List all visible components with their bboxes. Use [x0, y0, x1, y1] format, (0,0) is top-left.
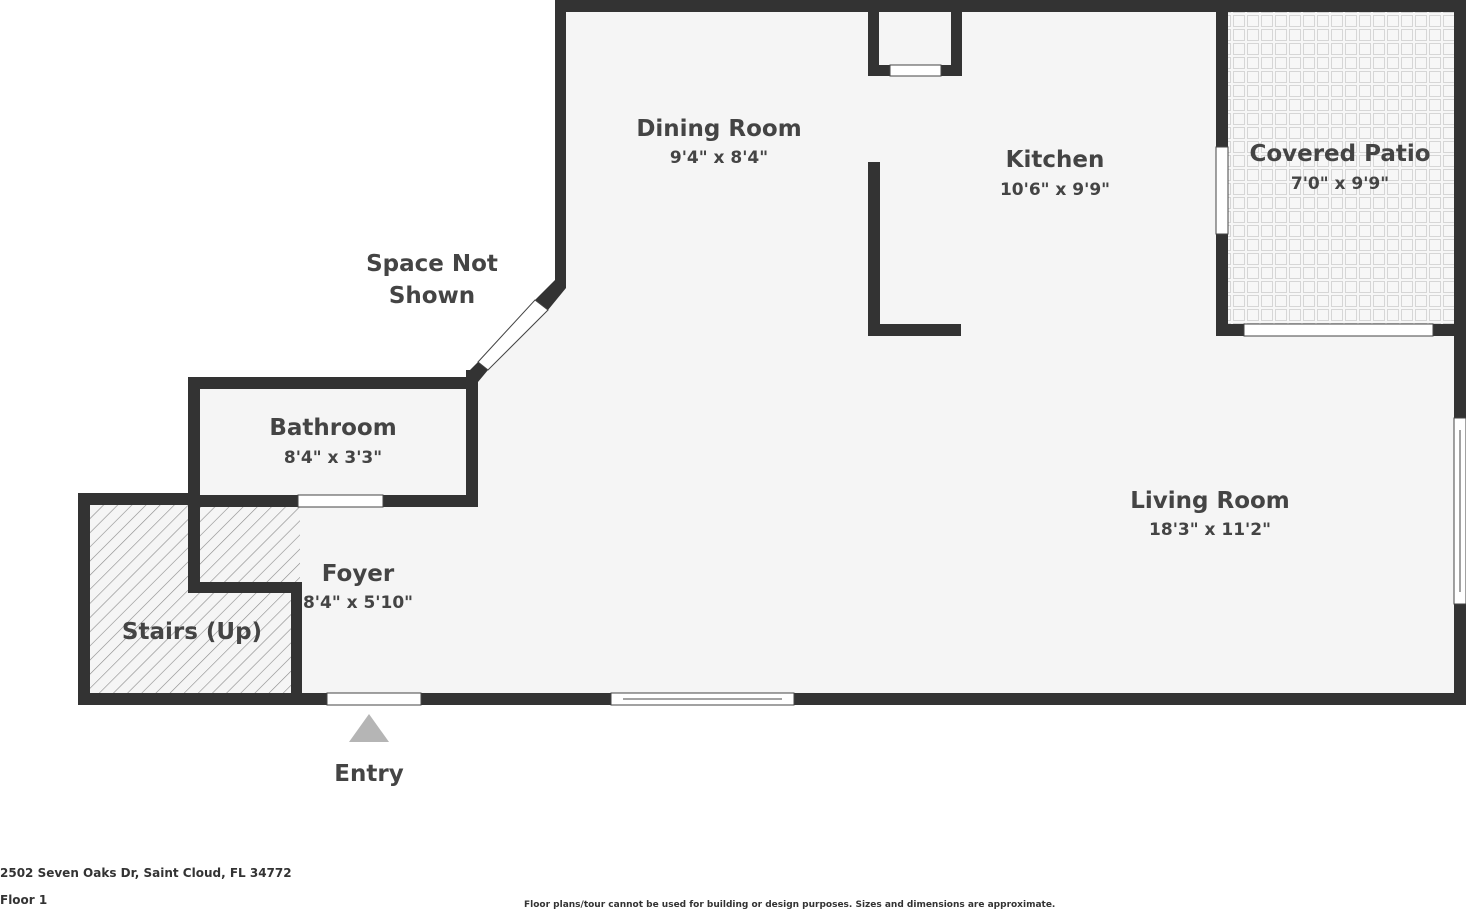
- stairs-label: Stairs (Up): [122, 619, 262, 645]
- entry-arrow-icon: [349, 714, 389, 742]
- property-address: 2502 Seven Oaks Dr, Saint Cloud, FL 3477…: [0, 866, 292, 880]
- dining-room-label: Dining Room: [636, 116, 801, 142]
- living-room-dims: 18'3" x 11'2": [1149, 520, 1271, 540]
- disclaimer-text: Floor plans/tour cannot be used for buil…: [524, 900, 1056, 910]
- openings: [297, 64, 1466, 706]
- main-floor-area: [84, 6, 1459, 698]
- space-not-shown-line2: Shown: [389, 283, 475, 309]
- bathroom-label: Bathroom: [269, 415, 396, 441]
- foyer-label: Foyer: [322, 561, 395, 587]
- covered-patio-label: Covered Patio: [1249, 141, 1430, 167]
- patio-floor: [1223, 6, 1460, 330]
- foyer-dims: 8'4" x 5'10": [303, 593, 413, 613]
- bathroom-dims: 8'4" x 3'3": [284, 448, 382, 468]
- space-not-shown-line1: Space Not: [366, 251, 498, 277]
- kitchen-label: Kitchen: [1006, 147, 1105, 173]
- entry-label: Entry: [334, 761, 403, 787]
- living-room-label: Living Room: [1130, 488, 1290, 514]
- dining-room-dims: 9'4" x 8'4": [670, 148, 768, 168]
- kitchen-dims: 10'6" x 9'9": [1000, 180, 1110, 200]
- floor-label: Floor 1: [0, 893, 48, 907]
- walls: [78, 0, 1466, 705]
- covered-patio-dims: 7'0" x 9'9": [1291, 174, 1389, 194]
